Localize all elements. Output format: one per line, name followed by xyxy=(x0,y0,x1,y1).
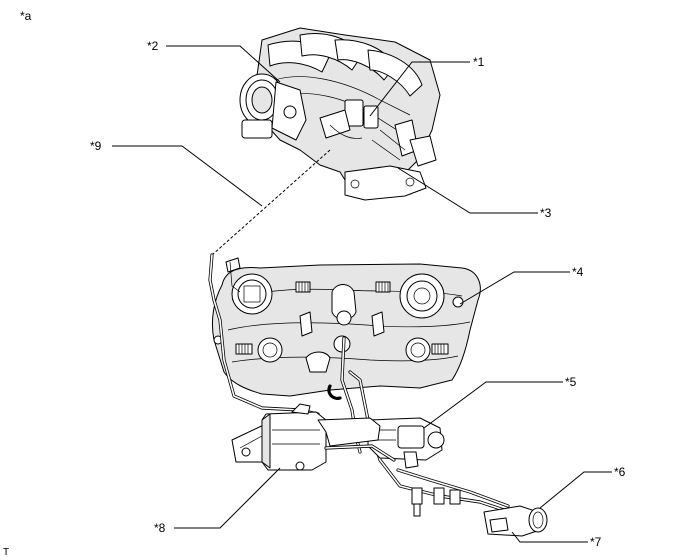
callout-3: *3 xyxy=(540,206,552,220)
fuel-filler-pipe-assembly xyxy=(327,336,548,537)
view-label: *a xyxy=(20,9,32,23)
callout-labels: *a *1 *2 *3 *4 *5 *6 *7 *8 *9 T xyxy=(3,9,626,558)
fuel-tank xyxy=(211,263,481,397)
callout-2: *2 xyxy=(147,39,159,53)
callout-7: *7 xyxy=(590,535,602,549)
callout-5: *5 xyxy=(565,375,577,389)
callout-1: *1 xyxy=(473,55,485,69)
charcoal-canister xyxy=(231,403,396,471)
callout-8: *8 xyxy=(154,521,166,535)
leader-lines xyxy=(112,45,612,543)
callout-9: *9 xyxy=(90,139,102,153)
callout-4: *4 xyxy=(572,265,584,279)
intake-manifold-assembly xyxy=(239,27,441,201)
callout-6: *6 xyxy=(614,465,626,479)
corner-mark: T xyxy=(3,547,9,558)
